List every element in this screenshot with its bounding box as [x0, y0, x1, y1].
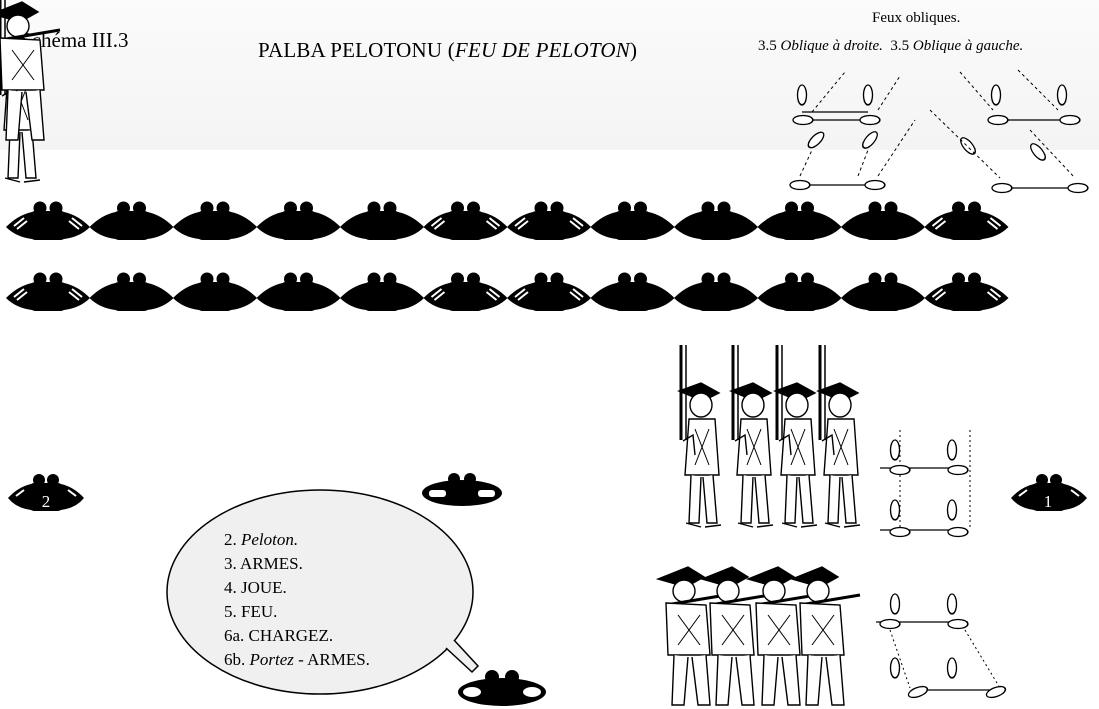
soldier-token	[674, 201, 758, 240]
soldier-token	[757, 272, 842, 311]
soldier-token	[340, 201, 424, 240]
soldier-token	[6, 272, 90, 311]
soldier-token	[507, 272, 591, 311]
oblique-left-num: 3.5	[890, 38, 913, 54]
command-line-1: 2. Peloton.	[224, 528, 370, 552]
firing-soldiers-illustration	[0, 1, 862, 707]
standing-feet-diagram	[880, 430, 971, 538]
command-1-prefix: 2.	[224, 530, 241, 549]
soldier-token	[924, 201, 1009, 240]
oblique-right-label: Oblique à droite.	[780, 38, 883, 54]
standing-soldiers-illustration	[0, 0, 862, 529]
title-end: )	[630, 38, 638, 62]
front-rank	[6, 201, 1009, 240]
title-main: PALBA PELOTONU (	[258, 38, 455, 62]
command-line-2: 3. ARMES.	[224, 554, 303, 573]
command-6-prefix: 6b.	[224, 650, 250, 669]
firing-feet-diagram	[876, 593, 1008, 701]
sergeant-figure	[422, 473, 502, 506]
command-6-suffix: - ARMES.	[293, 650, 370, 669]
oblique-right-num: 3.5	[758, 38, 781, 54]
officer-1-figure	[1011, 474, 1087, 511]
header-band	[0, 0, 1099, 150]
commander-figure	[458, 670, 546, 706]
soldier-token	[674, 272, 758, 311]
soldier-token	[89, 201, 174, 240]
command-line-4: 5. FEU.	[224, 602, 278, 621]
rear-rank	[6, 272, 1009, 311]
oblique-right-feet-diagram	[789, 71, 916, 191]
officer-1-number: 1	[1043, 492, 1053, 511]
oblique-title: Feux obliques.	[872, 10, 961, 26]
oblique-left-feet-diagram	[929, 69, 1089, 194]
command-speech-bubble	[166, 489, 480, 695]
soldier-token	[6, 201, 90, 240]
command-line-5: 6a. CHARGEZ.	[224, 626, 334, 645]
soldier-token	[507, 201, 591, 240]
soldier-token	[841, 272, 925, 311]
soldier-token	[423, 272, 508, 311]
soldier-token	[590, 272, 675, 311]
command-1-italic: Peloton.	[241, 530, 299, 549]
command-line-3: 4. JOUE.	[224, 578, 287, 597]
page-title: PALBA PELOTONU (FEU DE PELOTON)	[258, 38, 637, 63]
soldier-token	[256, 201, 341, 240]
soldier-token	[173, 272, 257, 311]
soldier-token	[256, 272, 341, 311]
soldier-token	[173, 201, 257, 240]
soldier-token	[340, 272, 424, 311]
soldier-token	[841, 201, 925, 240]
command-list: 2. Peloton. 3. ARMES. 4. JOUE. 5. FEU. 6…	[224, 528, 370, 672]
command-line-6: 6b. Portez - ARMES.	[224, 648, 370, 672]
oblique-subtitles: 3.5 Oblique à droite. 3.5 Oblique à gauc…	[758, 38, 1023, 55]
soldier-token	[423, 201, 508, 240]
command-6-italic: Portez	[249, 650, 294, 669]
title-italic: FEU DE PELOTON	[454, 38, 630, 62]
officer-2-number: 2	[41, 492, 51, 511]
soldier-token	[924, 272, 1009, 311]
officer-2-figure	[8, 474, 84, 511]
soldier-token	[89, 272, 174, 311]
soldier-token	[590, 201, 675, 240]
soldier-token	[757, 201, 842, 240]
oblique-left-label: Oblique à gauche.	[912, 38, 1024, 54]
